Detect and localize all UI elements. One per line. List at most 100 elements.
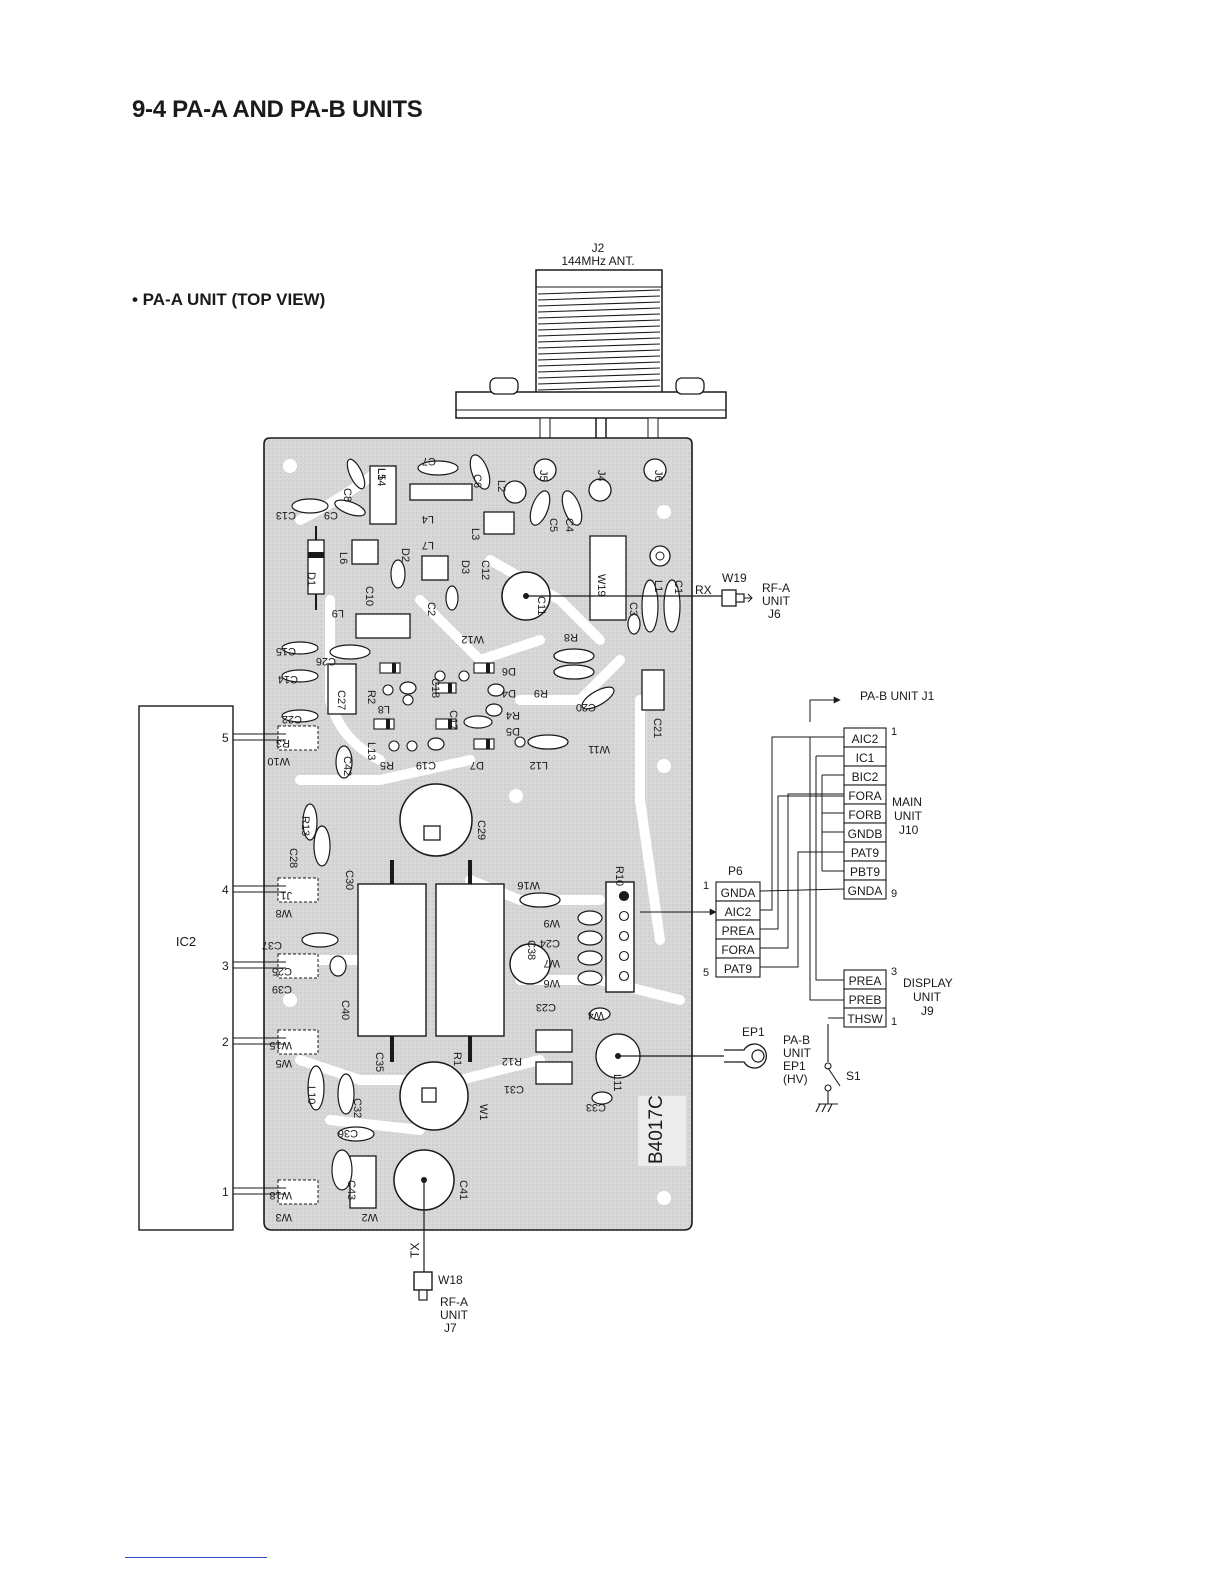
ep1-dest-2: UNIT (783, 1046, 812, 1060)
ep1-terminal: EP1 PA-B UNIT EP1 (HV) (618, 1025, 812, 1086)
component-label: C10 (363, 586, 375, 606)
component-label: J6 (652, 470, 664, 482)
component-label: C20 (576, 701, 596, 713)
component-label: C38 (525, 940, 537, 960)
section-title: 9-4 PA-A AND PA-B UNITS (132, 96, 423, 123)
component-label: R5 (380, 759, 394, 771)
component-label: W8 (276, 907, 293, 919)
main-unit-label-3: J10 (899, 823, 919, 837)
tx-signal-label: TX (408, 1243, 422, 1258)
s1-label: S1 (846, 1069, 861, 1083)
main-unit-label-2: UNIT (894, 809, 923, 823)
component-label: R1 (451, 1052, 463, 1066)
ep1-dest-4: (HV) (783, 1072, 808, 1086)
component-label: C43 (345, 1180, 357, 1200)
component-label: D3 (459, 560, 471, 574)
component-label: W15 (269, 1039, 292, 1051)
ep1-ref: EP1 (742, 1025, 765, 1039)
rx-dest-line3: J6 (768, 607, 781, 621)
component-label: C23 (536, 1001, 556, 1013)
p6-pin-label: PAT9 (724, 962, 753, 976)
main-unit-pin-label: GNDB (848, 827, 883, 841)
component-label: C13 (276, 509, 296, 521)
component-label: L4 (422, 513, 434, 525)
component-label: C14 (278, 673, 298, 685)
rx-wire-label: W19 (722, 571, 747, 585)
component-label: L12 (530, 759, 548, 771)
ep1-dest-3: EP1 (783, 1059, 806, 1073)
ic2-pin-number: 5 (222, 731, 229, 745)
p6-ref: P6 (728, 864, 743, 878)
rx-signal-label: RX (695, 583, 712, 597)
component-label: J5 (537, 470, 549, 482)
component-label: D5 (506, 725, 520, 737)
component-label: C25 (272, 965, 292, 977)
component-label: L13 (365, 742, 377, 760)
component-label: R3 (276, 737, 290, 749)
main-unit-pin-label: FORA (848, 789, 881, 803)
component-label: L10 (305, 1086, 317, 1104)
display-last-pin: 1 (891, 1016, 897, 1028)
tx-dest-line3: J7 (444, 1321, 457, 1335)
display-label-1: DISPLAY (903, 976, 953, 990)
p6-pin-label: PREA (722, 924, 755, 938)
p6-last-pin: 5 (703, 967, 709, 979)
component-label: C7 (422, 455, 436, 467)
component-label: R2 (365, 690, 377, 704)
ep1-dest-1: PA-B (783, 1033, 810, 1047)
component-label: L2 (495, 480, 507, 492)
resistor-r12-body (435, 883, 505, 1037)
component-label: C8 (341, 488, 353, 502)
p6-pin-label: AIC2 (725, 905, 752, 919)
component-label: C32 (351, 1098, 363, 1118)
component-label: C12 (479, 560, 491, 580)
component-label: C6 (471, 474, 483, 488)
component-label: C41 (457, 1180, 469, 1200)
component-label: C27 (335, 690, 347, 710)
component-label: C42 (341, 756, 353, 776)
component-label: W1 (477, 1104, 489, 1121)
component-label: C21 (651, 718, 663, 738)
s1-switch (815, 1024, 841, 1113)
main-unit-pin-label: GNDA (848, 884, 883, 898)
component-label: C2 (425, 602, 437, 616)
component-label: W11 (588, 743, 610, 755)
component-label: C29 (475, 820, 487, 840)
component-label: C30 (343, 870, 355, 890)
component-label: C19 (416, 759, 436, 771)
component-label: L3 (469, 528, 481, 540)
component-label: D4 (502, 687, 516, 699)
unit-title: • PA-A UNIT (TOP VIEW) (132, 290, 326, 309)
tx-dest-line1: RF-A (440, 1295, 468, 1309)
component-label: L9 (332, 607, 344, 619)
component-label: D6 (502, 665, 516, 677)
component-label: W6 (544, 977, 561, 989)
display-unit-pin-label: PREB (849, 993, 882, 1007)
component-label: L11 (611, 1074, 623, 1092)
component-label: C40 (339, 1000, 351, 1020)
main-unit-pin-label: FORB (848, 808, 881, 822)
component-label: D1 (305, 572, 317, 586)
antenna-connector: J2 144MHz ANT. (455, 241, 727, 470)
component-label: W12 (461, 633, 484, 645)
component-label: R12 (502, 1055, 522, 1067)
component-label: J4 (595, 470, 607, 482)
component-label: D2 (399, 548, 411, 562)
resistor-r1-body (357, 883, 427, 1037)
component-label: L1 (652, 580, 664, 592)
p6-first-pin: 1 (703, 880, 709, 892)
component-label: C28 (287, 848, 299, 868)
rx-connection: RX W19 RF-A UNIT J6 (526, 571, 791, 621)
component-label: C9 (324, 509, 338, 521)
component-label: W9 (544, 917, 561, 929)
display-unit-pin-label: PREA (849, 974, 882, 988)
component-label: W2 (362, 1211, 379, 1223)
pa-b-link-label: PA-B UNIT J1 (860, 689, 935, 703)
component-label: C22 (282, 713, 302, 725)
component-label: L7 (422, 539, 434, 551)
